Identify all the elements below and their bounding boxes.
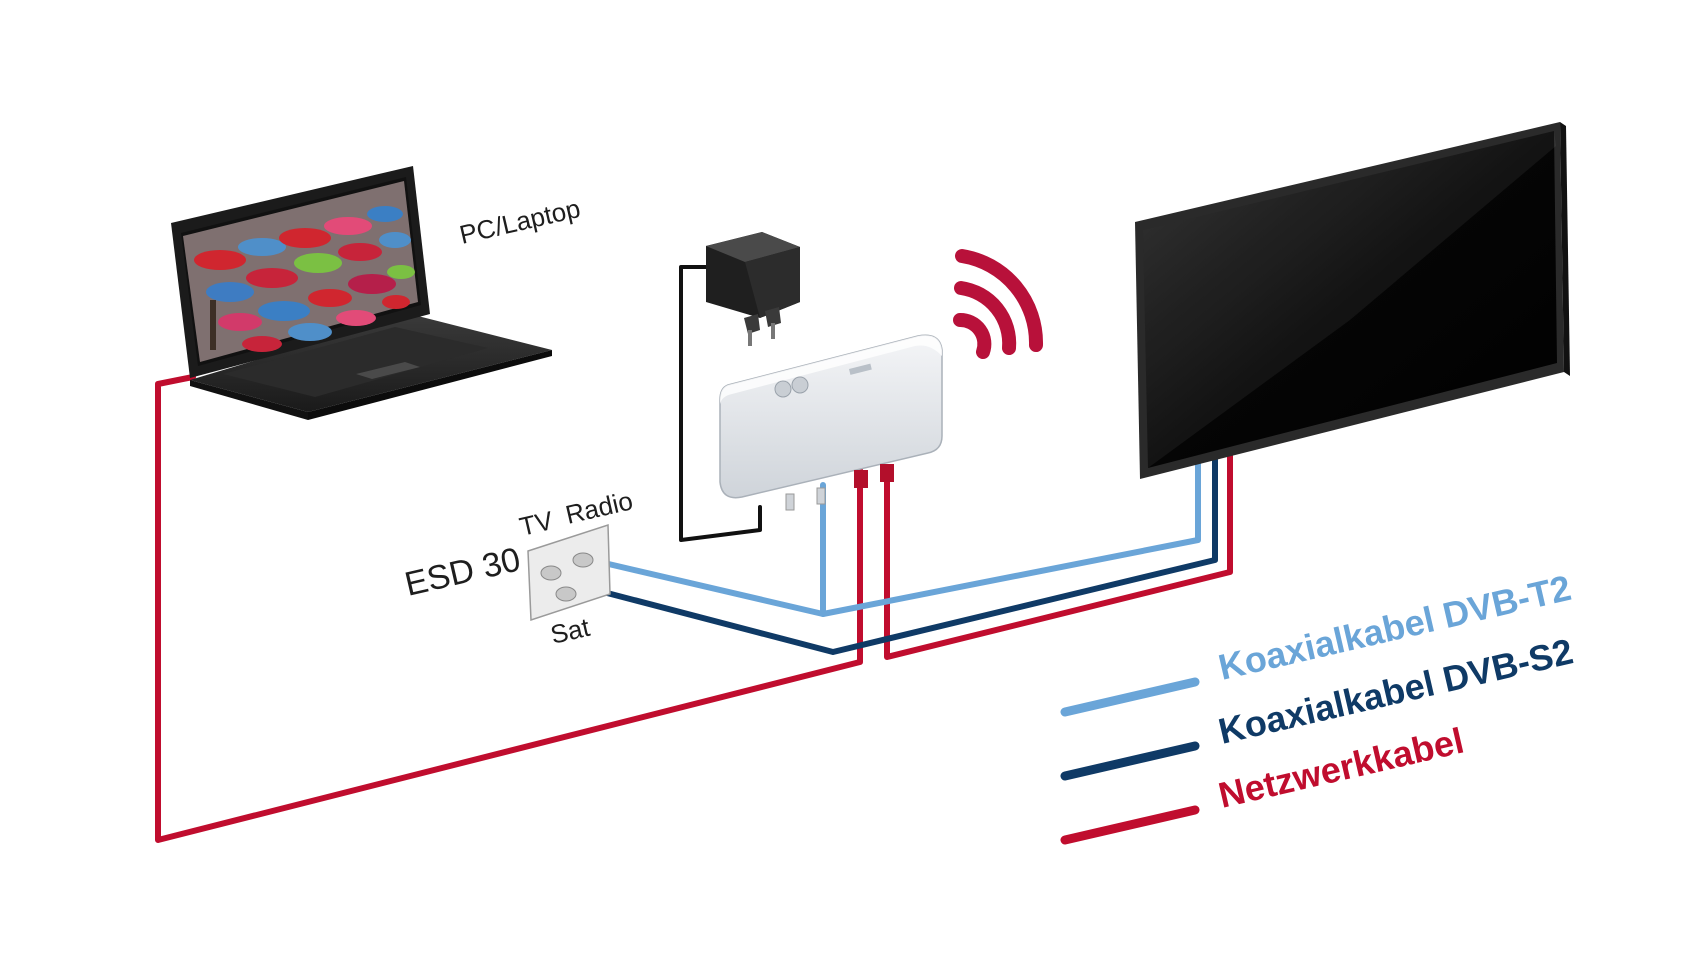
label-radio: Radio [563, 485, 636, 530]
label-sat: Sat [548, 612, 594, 650]
network-cable-laptop [155, 374, 863, 843]
coax-dvbs2 [585, 449, 1218, 655]
coax-dvbt2-tv [820, 449, 1201, 617]
power-cord [679, 265, 762, 542]
power-adapter-icon [706, 232, 800, 346]
cables [155, 265, 1233, 843]
label-pc-laptop: PC/Laptop [457, 193, 583, 250]
label-esd-30: ESD 30 [401, 540, 524, 603]
router-ports [785, 464, 894, 511]
tv-icon [1135, 122, 1570, 479]
legend-line-dvb-t2 [1060, 677, 1200, 717]
label-tv: TV [517, 505, 557, 542]
network-cable-tv [884, 449, 1233, 660]
legend-line-network [1060, 805, 1200, 845]
laptop-screen-image [183, 181, 418, 362]
legend-line-dvb-s2 [1060, 741, 1200, 781]
laptop-icon [171, 166, 552, 420]
wall-socket-icon [527, 523, 611, 622]
router-icon [719, 334, 943, 511]
legend: Koaxialkabel DVB-T2 Koaxialkabel DVB-S2 … [1060, 567, 1577, 845]
wifi-icon [953, 249, 1044, 359]
